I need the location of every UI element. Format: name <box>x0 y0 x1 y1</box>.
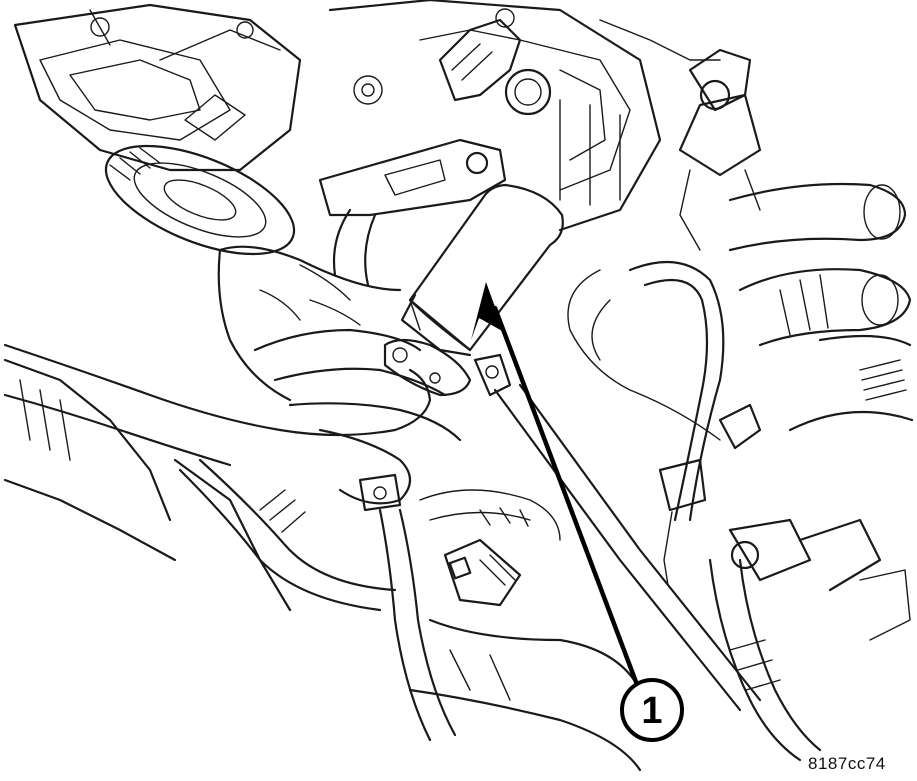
callout-1: 1 <box>620 678 684 742</box>
callout-1-label: 1 <box>641 690 662 732</box>
sensor-right <box>678 48 762 251</box>
grille-right <box>788 334 914 432</box>
sensor-connector-top <box>438 8 522 102</box>
housing-bottom <box>408 618 642 772</box>
figure-id: 8187cc74 <box>808 754 886 773</box>
hose-right-mid <box>738 268 912 347</box>
hand <box>3 245 462 505</box>
bracket-lower-right <box>708 518 911 762</box>
arrow-head <box>471 282 504 340</box>
tool-sleeve <box>383 183 564 397</box>
housing-upper-left <box>13 3 302 172</box>
housing-lower-left <box>3 358 292 612</box>
wire-harness-right <box>567 260 762 586</box>
hose-upper-right <box>728 182 907 252</box>
callout-arrow <box>471 282 639 685</box>
bracket-upper <box>318 138 507 287</box>
connector-lower <box>443 538 522 607</box>
wire-harness-lower <box>178 458 561 742</box>
pulley <box>104 144 296 256</box>
transmission-case <box>328 0 721 232</box>
